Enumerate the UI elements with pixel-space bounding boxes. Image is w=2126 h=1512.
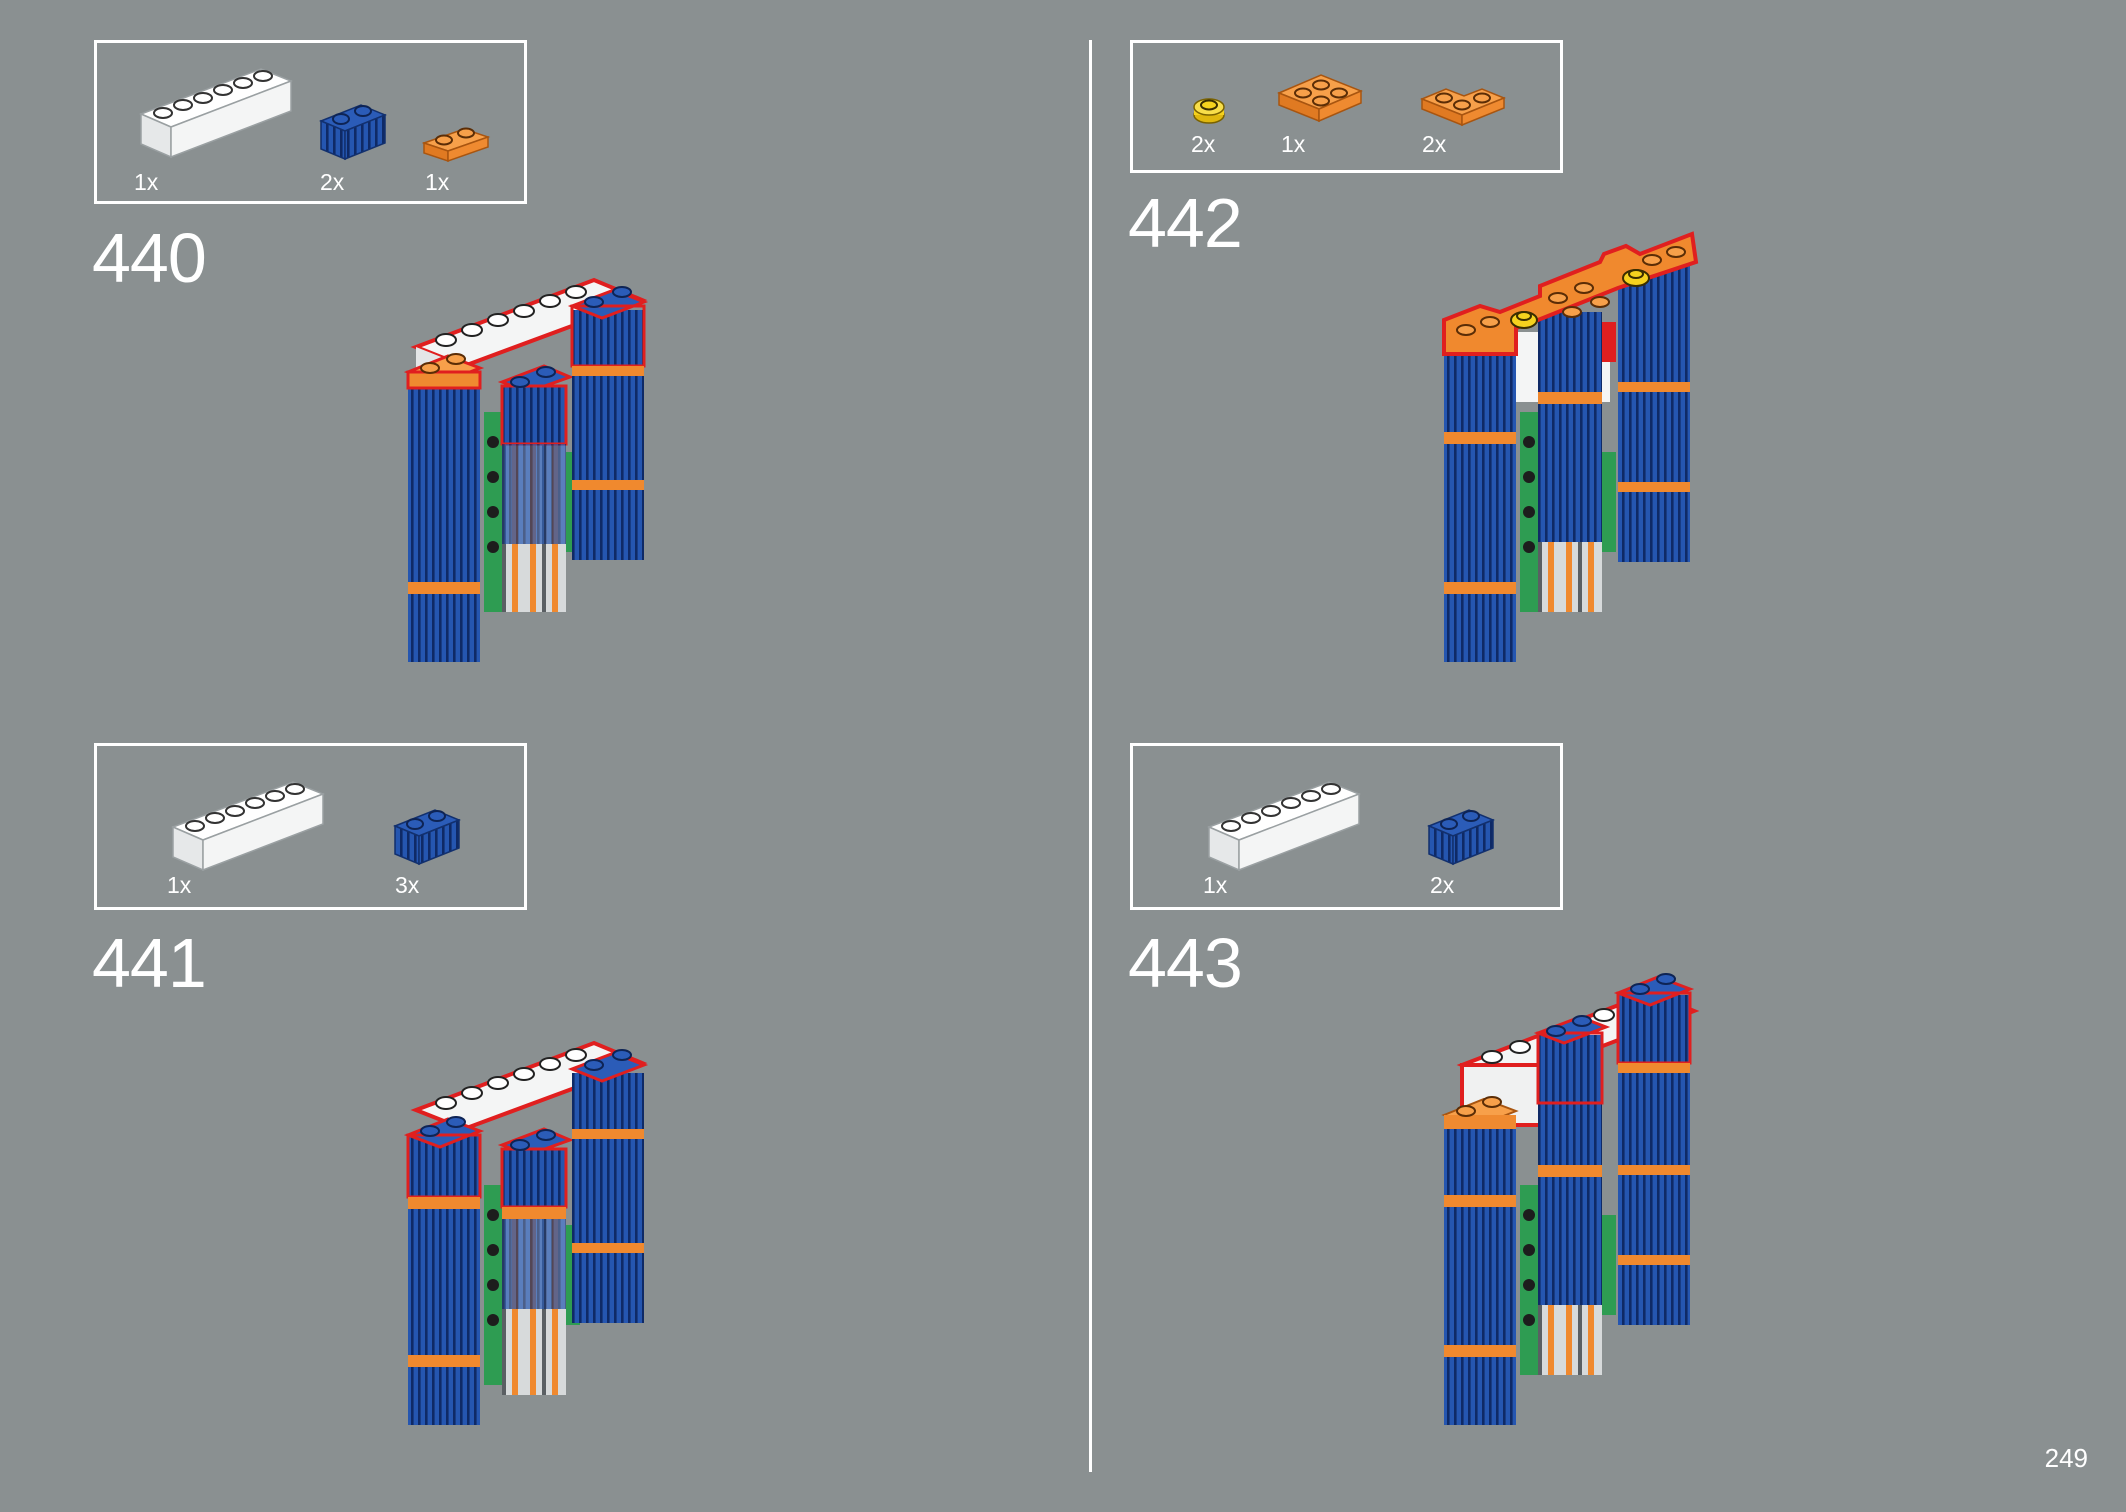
- part-qty: 1x: [1281, 131, 1306, 157]
- part-qty: 2x: [320, 169, 345, 195]
- white-brick-1x6-icon: [1206, 781, 1361, 872]
- part-qty: 3x: [395, 872, 420, 898]
- orange-plate-2x2-icon: [1277, 74, 1363, 123]
- step-number: 441: [92, 924, 207, 1002]
- part-qty: 1x: [167, 872, 192, 898]
- blue-grille-brick-1x2-icon: [393, 809, 461, 866]
- orange-corner-plate-2x2-icon: [1420, 88, 1506, 127]
- white-brick-1x6-icon: [138, 68, 293, 159]
- step-442: 2x 1x 2x 442: [1128, 40, 2030, 740]
- step-443: 1x 2x 443: [1128, 743, 2030, 1443]
- part-qty: 1x: [1203, 872, 1228, 898]
- step-number: 440: [92, 219, 207, 297]
- blue-grille-brick-1x2-icon: [1427, 809, 1495, 866]
- assembly-model: [404, 1040, 649, 1425]
- part-qty: 1x: [134, 169, 159, 195]
- page-divider: [1089, 40, 1092, 1472]
- parts-list: 2x 1x 2x: [1130, 40, 1563, 173]
- step-number: 443: [1128, 924, 1243, 1002]
- parts-list: 1x 2x 1x: [94, 40, 527, 204]
- part-qty: 2x: [1191, 131, 1216, 157]
- part-qty: 1x: [425, 169, 450, 195]
- assembly-model: [404, 277, 649, 662]
- assembly-model: [1442, 231, 1699, 662]
- yellow-round-plate-1x1-icon: [1193, 98, 1225, 124]
- part-qty: 2x: [1430, 872, 1455, 898]
- step-441: 1x 3x 441: [92, 743, 994, 1443]
- assembly-model: [1441, 973, 1700, 1425]
- part-qty: 2x: [1422, 131, 1447, 157]
- white-brick-1x6-icon: [170, 781, 325, 872]
- parts-list: 1x 2x: [1130, 743, 1563, 910]
- parts-list: 1x 3x: [94, 743, 527, 910]
- blue-grille-brick-1x2-icon: [319, 104, 387, 161]
- step-number: 442: [1128, 184, 1243, 262]
- step-440: 1x 2x 1x 440: [92, 40, 994, 740]
- orange-plate-1x2-icon: [422, 127, 491, 163]
- page-number: 249: [2044, 1443, 2088, 1473]
